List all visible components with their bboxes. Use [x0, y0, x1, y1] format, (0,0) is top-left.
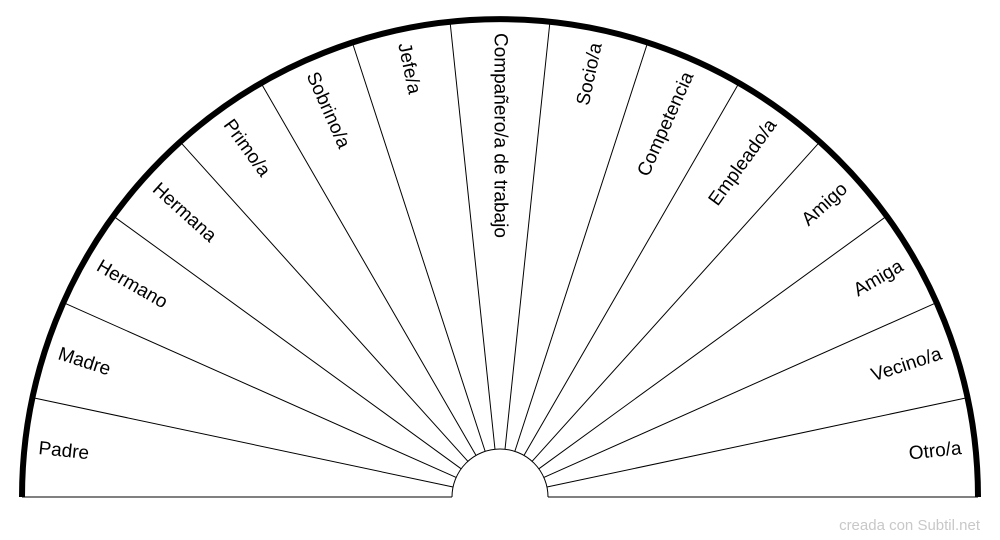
inner-arc — [451, 448, 549, 498]
footer-credit: creada con Subtil.net — [839, 517, 980, 534]
segment-label: Sobrino/a — [302, 69, 354, 152]
segment-label: Padre — [37, 438, 90, 464]
segment-divider — [504, 21, 551, 450]
segment-divider — [179, 141, 469, 462]
segment-divider — [531, 141, 821, 462]
segment-dividers — [32, 21, 968, 488]
outer-arc — [19, 16, 981, 498]
segment-label: Socio/a — [573, 41, 607, 108]
segment-divider — [523, 82, 740, 456]
segment-label: Empleado/a — [705, 115, 782, 210]
segment-label: Competencia — [634, 68, 699, 179]
segment-divider — [514, 42, 649, 452]
segment-divider — [63, 302, 457, 478]
segment-label: Otro/a — [908, 438, 963, 464]
segment-label: Amigo — [798, 179, 852, 231]
segment-label: Jefe/a — [393, 41, 424, 96]
segment-divider — [112, 215, 462, 470]
segment-divider — [546, 397, 968, 488]
segment-label: Amiga — [850, 256, 908, 301]
segment-divider — [538, 215, 888, 470]
segment-label: Compañero/a de trabajo — [490, 33, 511, 238]
segment-divider — [32, 397, 454, 488]
segment-divider — [351, 42, 486, 452]
segment-label: Hermano — [93, 256, 171, 313]
segment-divider — [260, 82, 477, 456]
segment-divider — [449, 21, 496, 450]
segment-divider — [543, 302, 937, 478]
segment-label: Primo/a — [219, 115, 275, 181]
segment-label: Vecino/a — [869, 344, 945, 387]
segment-label: Madre — [55, 344, 113, 381]
segment-label: Hermana — [148, 179, 220, 247]
